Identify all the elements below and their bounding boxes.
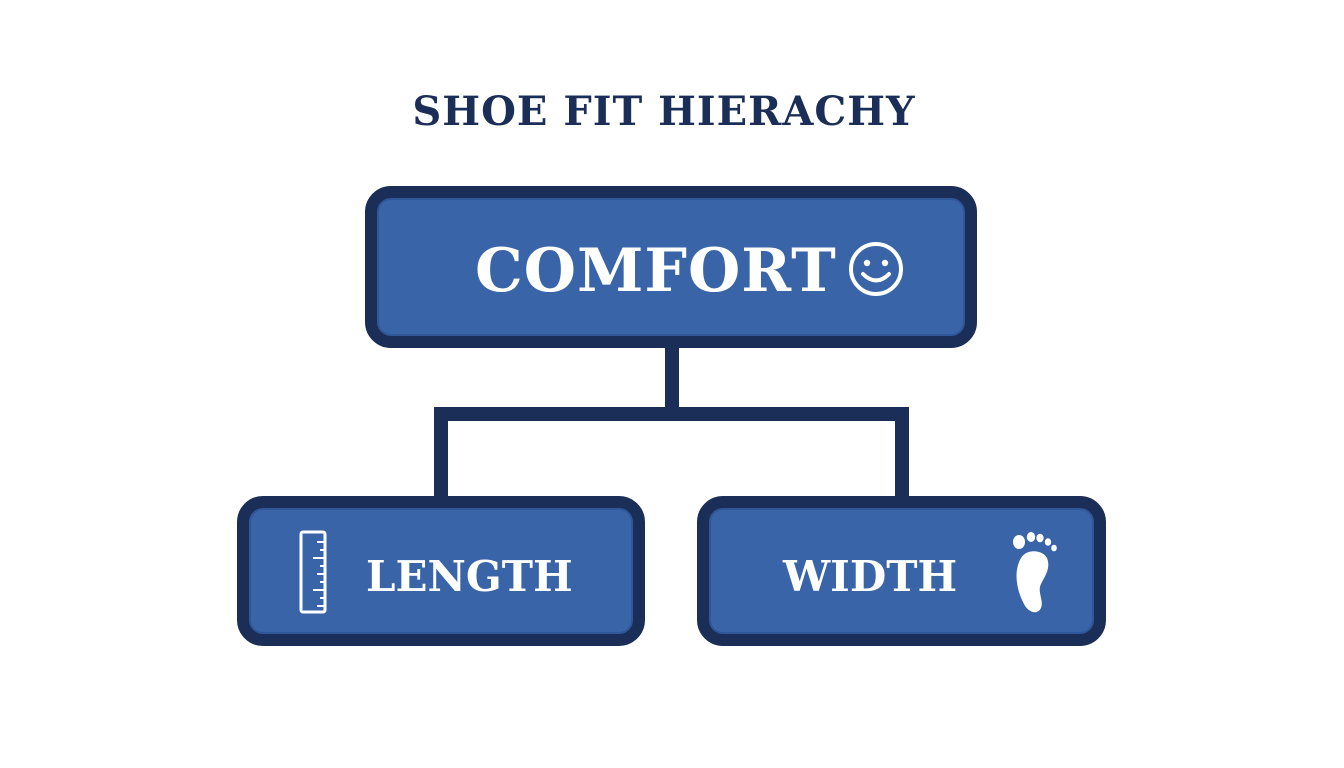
node-comfort-label: COMFORT xyxy=(475,236,837,306)
ruler-icon xyxy=(299,530,329,619)
node-width-label: WIDTH xyxy=(783,552,958,601)
node-width: WIDTH xyxy=(697,496,1106,646)
diagram-title: SHOE FIT HIERACHY xyxy=(412,88,916,135)
node-length: LENGTH xyxy=(237,496,645,646)
smiley-face-icon xyxy=(847,240,905,303)
node-length-label: LENGTH xyxy=(366,552,573,601)
footprint-icon xyxy=(1007,528,1059,623)
node-comfort: COMFORT xyxy=(365,186,977,348)
connector-root-to-children xyxy=(434,339,909,505)
